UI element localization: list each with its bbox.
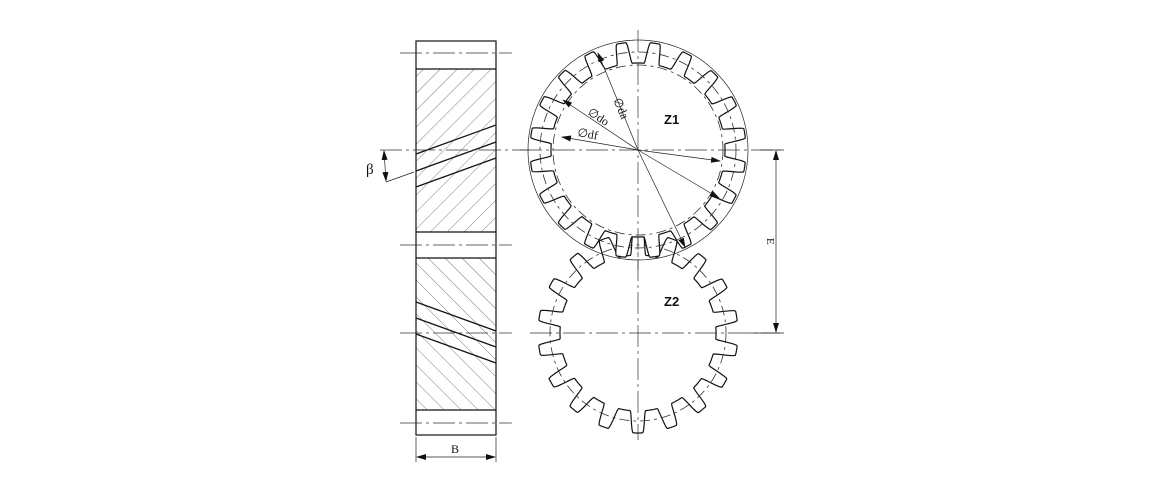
gear-z2-label: Z2 bbox=[664, 294, 679, 309]
gear-z1: ∅da ∅do ∅df Z1 bbox=[520, 30, 780, 270]
helix-angle-label: β bbox=[366, 162, 374, 178]
center-distance-label: E bbox=[764, 238, 776, 245]
side-view: β B bbox=[366, 40, 530, 462]
gear-z1-label: Z1 bbox=[664, 112, 679, 127]
width-label: B bbox=[451, 442, 459, 456]
root-diameter-label: ∅df bbox=[576, 125, 599, 142]
gear-z2: Z2 bbox=[530, 226, 780, 440]
upper-gear-section bbox=[416, 69, 496, 232]
lower-gear-section bbox=[416, 258, 496, 410]
center-distance-dimension: E bbox=[750, 149, 784, 334]
